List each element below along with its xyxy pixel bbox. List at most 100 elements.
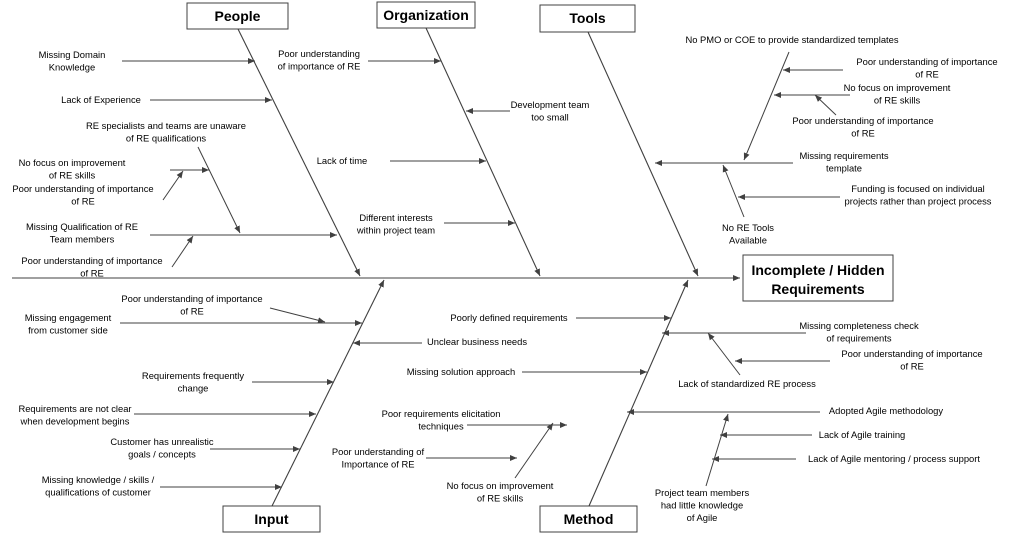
- cause-label-line: of RE skills: [477, 493, 524, 504]
- cause-label: Adopted Agile methodology: [829, 405, 943, 416]
- cause-label-line: of RE skills: [49, 170, 96, 181]
- cause-label-line: No focus on improvement: [19, 157, 126, 168]
- cause-label-line: Poor understanding of importance: [121, 293, 262, 304]
- cause-label: No PMO or COE to provide standardized te…: [685, 34, 898, 45]
- cause-method-missing-solution: Missing solution approach: [407, 366, 647, 377]
- category-method-label: Method: [564, 511, 614, 527]
- people-bone: [237, 28, 361, 277]
- cause-organization-diff-interests: Different interests within project team: [356, 212, 515, 236]
- cause-organization-lack-time: Lack of time: [317, 155, 486, 166]
- cause-label-line: from customer side: [28, 325, 108, 336]
- cause-method-no-focus: No focus on improvement of RE skills: [447, 422, 554, 504]
- cause-label: No focus on improvement of RE skills: [447, 480, 554, 504]
- cause-label: Unclear business needs: [427, 336, 527, 347]
- cause-label-line: of importance of RE: [278, 61, 361, 72]
- cause-label-line: Missing completeness check: [799, 320, 919, 331]
- cause-label-line: Poor requirements elicitation: [382, 408, 501, 419]
- cause-label-line: when development begins: [20, 416, 130, 427]
- cause-label-line: within project team: [356, 225, 435, 236]
- cause-input-unclear-needs: Unclear business needs: [353, 336, 527, 347]
- cause-organization-poor-understanding: Poor understanding of importance of RE: [278, 48, 441, 72]
- cause-label-line: Requirements frequently: [142, 370, 244, 381]
- cause-label-line: of RE skills: [874, 95, 921, 106]
- cause-label-line: Poor understanding: [278, 48, 360, 59]
- cause-label-line: Different interests: [359, 212, 433, 223]
- cause-label: Poor understanding of importance of RE: [278, 48, 361, 72]
- cause-label-line: Missing requirements: [799, 150, 888, 161]
- cause-label-line: Missing solution approach: [407, 366, 515, 377]
- cause-label-line: Poorly defined requirements: [450, 312, 568, 323]
- cause-label: Poorly defined requirements: [450, 312, 568, 323]
- cause-label: Lack of standardized RE process: [678, 378, 816, 389]
- cause-label: Missing Qualification of RE Team members: [26, 221, 138, 245]
- cause-input-poor-understanding: Poor understanding of importance of RE: [121, 293, 326, 324]
- cause-label-line: Knowledge: [49, 62, 95, 73]
- cause-label: Lack of Agile mentoring / process suppor…: [808, 453, 980, 464]
- cause-label-line: Poor understanding of importance: [841, 348, 982, 359]
- cause-label-line: Development team: [511, 99, 590, 110]
- cause-label-line: Poor understanding of importance: [12, 183, 153, 194]
- organization-bone: [425, 27, 541, 277]
- cause-label-line: Customer has unrealistic: [110, 436, 213, 447]
- cause-label-line: techniques: [418, 421, 464, 432]
- cause-label-line: of RE: [180, 306, 203, 317]
- cause-label-line: change: [178, 383, 209, 394]
- cause-label-line: Unclear business needs: [427, 336, 527, 347]
- effect-box: Incomplete / Hidden Requirements: [742, 254, 894, 302]
- cause-label-line: Lack of Experience: [61, 94, 141, 105]
- cause-label: No focus on improvement of RE skills: [19, 157, 126, 181]
- cause-label-line: of requirements: [826, 333, 891, 344]
- cause-method-poor-elicitation: Poor requirements elicitation techniques: [382, 408, 567, 432]
- cause-label: Lack of Experience: [61, 94, 141, 105]
- cause-label: Poor understanding of importance of RE: [121, 293, 262, 317]
- category-method: Method: [539, 505, 638, 533]
- cause-tools-missing-template: Missing requirements template: [655, 150, 889, 174]
- cause-label-line: Lack of standardized RE process: [678, 378, 816, 389]
- cause-method-poorly-defined: Poorly defined requirements: [450, 312, 671, 323]
- cause-label-line: Team members: [50, 234, 115, 245]
- category-tools: Tools: [539, 4, 636, 33]
- cause-label-line: of Agile: [687, 512, 718, 523]
- cause-label-line: Lack of Agile training: [819, 429, 906, 440]
- cause-label-line: of RE: [80, 268, 103, 279]
- cause-label: Missing requirements template: [799, 150, 888, 174]
- category-tools-label: Tools: [569, 10, 606, 26]
- cause-tools-no-pmo: No PMO or COE to provide standardized te…: [685, 34, 899, 161]
- cause-label-line: No RE Tools: [722, 222, 774, 233]
- cause-label-line: Poor understanding of importance: [856, 56, 997, 67]
- cause-label-line: Missing Qualification of RE: [26, 221, 138, 232]
- cause-label: No focus on improvement of RE skills: [844, 82, 951, 106]
- category-people-label: People: [215, 8, 261, 24]
- cause-label-line: Missing Domain: [39, 49, 106, 60]
- cause-people-no-focus: No focus on improvement of RE skills: [19, 157, 209, 181]
- cause-label-line: template: [826, 163, 862, 174]
- cause-label-line: No focus on improvement: [447, 480, 554, 491]
- cause-label-line: Lack of time: [317, 155, 368, 166]
- cause-label-line: Poor understanding of importance: [792, 115, 933, 126]
- cause-label-line: No focus on improvement: [844, 82, 951, 93]
- cause-label: Poor requirements elicitation techniques: [382, 408, 501, 432]
- cause-people-lack-experience: Lack of Experience: [61, 94, 272, 105]
